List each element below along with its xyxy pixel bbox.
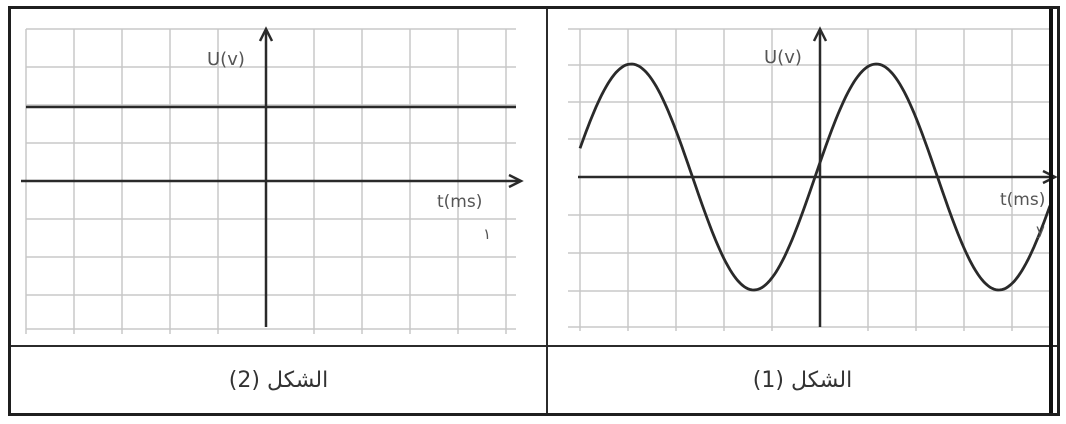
- figure-table: U(v) t(ms) ١: [8, 6, 1060, 416]
- y-axis-label: U(v): [764, 47, 802, 68]
- x-axis-arrow: [1042, 169, 1058, 185]
- y-axis-arrow: [258, 26, 274, 42]
- figure-2-cell: U(v) t(ms) ١: [11, 9, 548, 347]
- x-axis-arrow: [508, 173, 524, 189]
- x-axis-sublabel: y: [1036, 221, 1045, 239]
- figure-1-caption: الشكل (1): [548, 347, 1057, 413]
- caption-text: الشكل (1): [752, 367, 853, 393]
- x-axis-sublabel: ١: [483, 225, 491, 243]
- figure-1-graph: U(v) t(ms) y: [568, 26, 1058, 331]
- caption-text: الشكل (2): [228, 367, 329, 393]
- axes-left: [21, 26, 524, 327]
- page-edge-line: [1049, 9, 1053, 413]
- x-axis-label: t(ms): [437, 192, 482, 212]
- grid-right: [568, 28, 1053, 331]
- x-axis-label: t(ms): [1000, 190, 1045, 210]
- figure-2-graph: U(v) t(ms) ١: [21, 26, 524, 334]
- sine-wave-curve: [578, 62, 1052, 292]
- y-axis-label: U(v): [207, 49, 245, 70]
- figure-2-caption: الشكل (2): [11, 347, 548, 413]
- y-axis-arrow: [812, 26, 828, 42]
- figure-1-cell: U(v) t(ms) y: [548, 9, 1058, 347]
